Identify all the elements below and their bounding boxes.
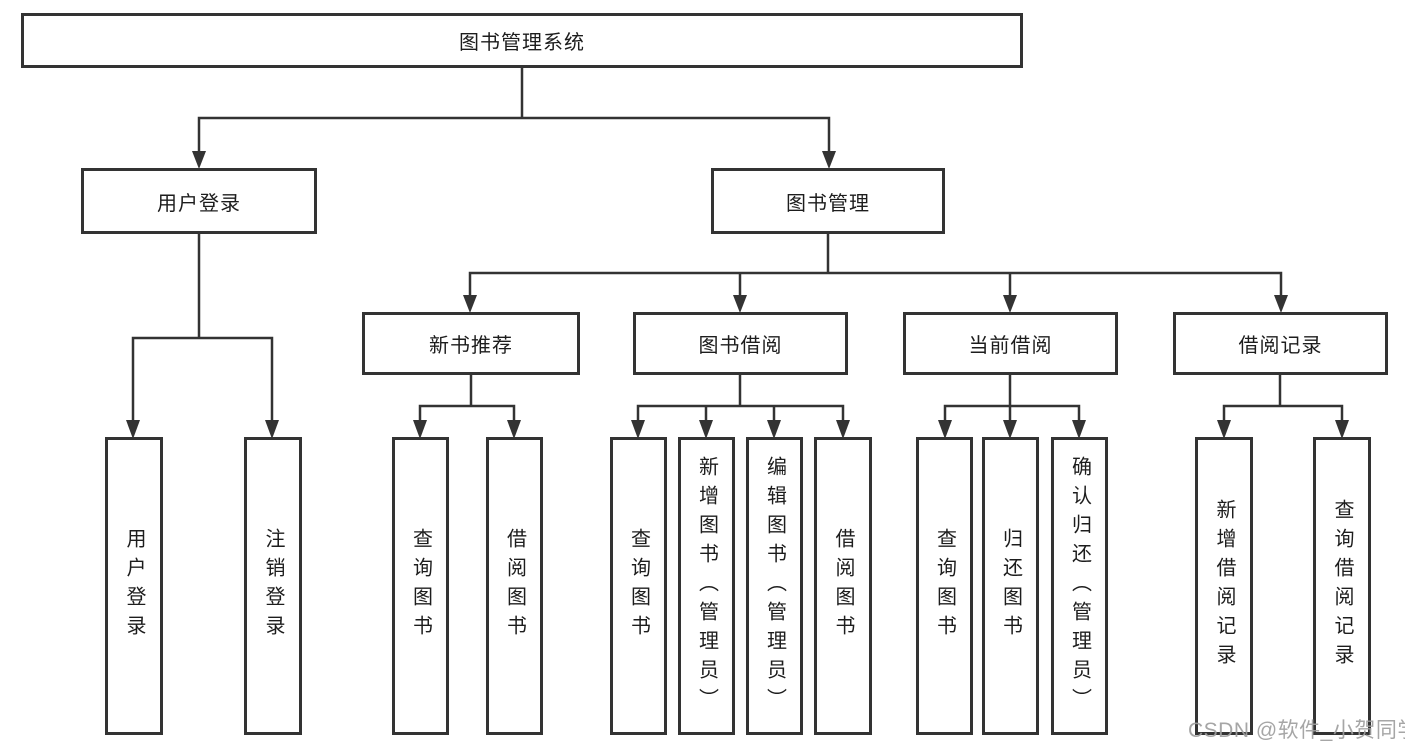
arrow-down-icon — [1217, 420, 1231, 439]
leaf-user-login: 用户登录 — [105, 437, 163, 735]
arrow-down-icon — [413, 420, 427, 439]
leaf-current-confirm-return-admin: 确认归还（管理员） — [1051, 437, 1108, 735]
leaf-borrow-query-book: 查询图书 — [610, 437, 667, 735]
edge-root-to-level2 — [197, 68, 831, 153]
csdn-watermark: CSDN @软件_小贺同学 — [1188, 719, 1405, 742]
node-current-borrow: 当前借阅 — [903, 312, 1118, 375]
node-new-book-recommend: 新书推荐 — [362, 312, 580, 375]
node-book-borrow: 图书借阅 — [633, 312, 848, 375]
leaf-record-add-record: 新增借阅记录 — [1195, 437, 1253, 735]
leaf-borrow-borrow-book: 借阅图书 — [814, 437, 872, 735]
arrow-down-icon — [1335, 420, 1349, 439]
edge-currentborrow-to-leaves — [943, 375, 1081, 423]
arrow-down-icon — [631, 420, 645, 439]
edge-borrowrecord-to-leaves — [1222, 375, 1344, 423]
arrow-down-icon — [836, 420, 850, 439]
leaf-logout: 注销登录 — [244, 437, 302, 735]
arrow-down-icon — [1072, 420, 1086, 439]
arrowheads — [126, 151, 1349, 439]
node-book-management: 图书管理 — [711, 168, 945, 234]
arrow-down-icon — [463, 295, 477, 313]
arrow-down-icon — [938, 420, 952, 439]
edge-bookborrow-to-leaves — [636, 375, 845, 423]
leaf-current-return-book: 归还图书 — [982, 437, 1039, 735]
arrow-down-icon — [1274, 295, 1288, 313]
arrow-down-icon — [733, 295, 747, 313]
arrow-down-icon — [699, 420, 713, 439]
leaf-current-query-book: 查询图书 — [916, 437, 973, 735]
arrow-down-icon — [192, 151, 206, 169]
arrow-down-icon — [1003, 420, 1017, 439]
edge-userlogin-to-leaves — [131, 234, 274, 423]
leaf-newbook-borrow-book: 借阅图书 — [486, 437, 543, 735]
node-user-login: 用户登录 — [81, 168, 317, 234]
arrow-down-icon — [1003, 295, 1017, 313]
edge-bookmgmt-to-level3 — [468, 234, 1283, 297]
node-root-library-system: 图书管理系统 — [21, 13, 1023, 68]
leaf-newbook-query-book: 查询图书 — [392, 437, 449, 735]
arrow-down-icon — [265, 420, 279, 439]
arrow-down-icon — [767, 420, 781, 439]
leaf-record-query-record: 查询借阅记录 — [1313, 437, 1371, 735]
arrow-down-icon — [822, 151, 836, 169]
edge-newbook-to-leaves — [418, 375, 516, 423]
arrow-down-icon — [507, 420, 521, 439]
node-borrow-record: 借阅记录 — [1173, 312, 1388, 375]
leaf-borrow-add-book-admin: 新增图书（管理员） — [678, 437, 735, 735]
arrow-down-icon — [126, 420, 140, 439]
leaf-borrow-edit-book-admin: 编辑图书（管理员） — [746, 437, 803, 735]
